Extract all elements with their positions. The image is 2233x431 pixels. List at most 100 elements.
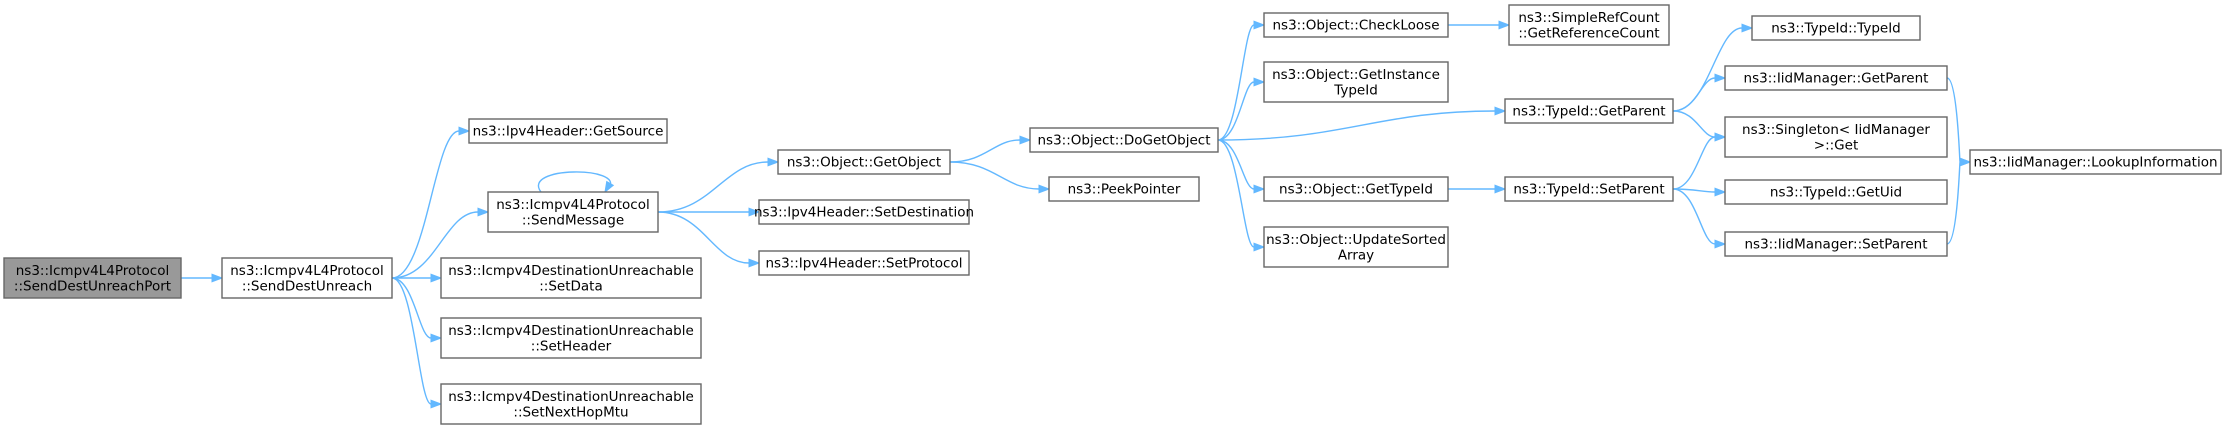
node-label: ns3::PeekPointer [1068, 182, 1181, 198]
node-iid-getparent[interactable]: ns3::IidManager::GetParent [1724, 65, 1948, 91]
node-label: ns3::Singleton< IidManager [1742, 122, 1930, 138]
node-box [1263, 12, 1449, 38]
node-iid-setparent[interactable]: ns3::IidManager::SetParent [1724, 231, 1948, 257]
node-label: ns3::TypeId::GetParent [1512, 104, 1665, 120]
node-singleton-get[interactable]: ns3::Singleton< IidManager >::Get [1724, 116, 1948, 158]
edge-line [1672, 188, 1716, 193]
edge-arrowhead [1714, 132, 1727, 142]
node-label: ::SetNextHopMtu [513, 404, 628, 420]
node-label: >::Get [1814, 137, 1858, 153]
node-box [221, 257, 393, 299]
edge-arrowhead [1253, 77, 1266, 87]
edge-arrowhead [1253, 20, 1266, 30]
edge-line [1672, 136, 1716, 190]
node-box [1504, 176, 1674, 202]
node-box [1048, 176, 1200, 202]
node-typeid-getuid[interactable]: ns3::TypeId::GetUid [1724, 179, 1948, 205]
edge-dogetobject-to-getinstancetypeid [1217, 77, 1266, 141]
edge-line [1672, 188, 1716, 245]
edge-line [1217, 81, 1255, 141]
edge-arrowhead [1714, 239, 1727, 249]
edge-root-to-senddestunreach [181, 273, 224, 283]
node-setdata[interactable]: ns3::Icmpv4DestinationUnreachable::SetDa… [440, 257, 702, 299]
node-gettypeid[interactable]: ns3::Object::GetTypeId [1263, 176, 1449, 202]
node-label: ::SendDestUnreach [242, 278, 372, 294]
node-label: ns3::Object::DoGetObject [1037, 133, 1210, 149]
edge-iid-setparent-to-lookupinformation [1946, 157, 1972, 245]
edge-arrowhead [211, 273, 224, 283]
node-typeid-typeid[interactable]: ns3::TypeId::TypeId [1751, 15, 1921, 41]
edge-arrowhead [1714, 187, 1727, 197]
node-box [758, 199, 970, 225]
edge-arrowhead [1019, 135, 1032, 145]
node-setheader[interactable]: ns3::Icmpv4DestinationUnreachable::SetHe… [440, 317, 702, 359]
node-lookupinformation[interactable]: ns3::IidManager::LookupInformation [1969, 149, 2222, 175]
node-dogetobject[interactable]: ns3::Object::DoGetObject [1029, 127, 1219, 153]
node-label: ns3::TypeId::SetParent [1513, 182, 1664, 198]
edge-line [949, 161, 1040, 190]
edge-sendmessage-to-sendmessage [537, 171, 615, 194]
node-senddestunreach[interactable]: ns3::Icmpv4L4Protocol::SendDestUnreach [221, 257, 393, 299]
node-peekpointer[interactable]: ns3::PeekPointer [1048, 176, 1200, 202]
node-getobject[interactable]: ns3::Object::GetObject [777, 149, 951, 175]
edge-sendmessage-to-getobject [657, 157, 780, 213]
edge-arrowhead [1498, 20, 1511, 30]
node-label: ns3::SimpleRefCount [1518, 10, 1659, 26]
edge-arrowhead [1038, 184, 1051, 194]
node-typeid-setparent[interactable]: ns3::TypeId::SetParent [1504, 176, 1674, 202]
node-label: ::SendDestUnreachPort [14, 278, 171, 294]
edge-arrowhead [1253, 184, 1266, 194]
edge-line [657, 211, 750, 264]
node-typeid-getparent[interactable]: ns3::TypeId::GetParent [1504, 98, 1674, 124]
edge-iid-getparent-to-lookupinformation [1946, 77, 1972, 167]
node-root[interactable]: ns3::Icmpv4L4Protocol::SendDestUnreachPo… [3, 257, 182, 299]
node-getsource[interactable]: ns3::Ipv4Header::GetSource [468, 118, 668, 144]
edge-typeid-getparent-to-iid-getparent [1672, 73, 1727, 112]
node-box [1263, 176, 1449, 202]
edge-checkloose-to-getreferencecount [1448, 20, 1511, 30]
node-checkloose[interactable]: ns3::Object::CheckLoose [1263, 12, 1449, 38]
node-label: ns3::Object::CheckLoose [1272, 18, 1439, 34]
edge-getobject-to-peekpointer [949, 161, 1051, 194]
edge-line [391, 130, 460, 279]
edge-line [657, 161, 769, 213]
node-label: TypeId [1333, 82, 1378, 98]
edge-line [949, 139, 1021, 163]
node-label: ns3::Icmpv4L4Protocol [16, 263, 170, 279]
edge-sendmessage-to-setprotocol [657, 211, 761, 268]
edge-line [1217, 24, 1255, 141]
edge-line [1217, 110, 1496, 141]
edge-arrowhead [1959, 157, 1972, 167]
edge-senddestunreach-to-setnexthopmtu [391, 277, 443, 409]
node-layer: ns3::Icmpv4L4Protocol::SendDestUnreachPo… [3, 4, 2222, 425]
edge-layer [181, 20, 1972, 409]
node-box [440, 317, 702, 359]
edge-typeid-setparent-to-typeid-getuid [1672, 187, 1727, 197]
node-label: ns3::Icmpv4L4Protocol [230, 263, 384, 279]
node-label: ns3::Icmpv4DestinationUnreachable [448, 323, 694, 339]
node-label: ns3::Object::UpdateSorted [1266, 232, 1446, 248]
node-box [1724, 231, 1948, 257]
edge-arrowhead [477, 207, 490, 217]
node-box [440, 383, 702, 425]
edge-line [1672, 110, 1716, 138]
node-setnexthopmtu[interactable]: ns3::Icmpv4DestinationUnreachable::SetNe… [440, 383, 702, 425]
edge-dogetobject-to-updatesortedarray [1217, 139, 1266, 252]
node-setprotocol[interactable]: ns3::Ipv4Header::SetProtocol [758, 250, 970, 276]
edge-arrowhead [430, 333, 443, 343]
edge-arrowhead [767, 157, 780, 167]
node-label: ns3::Icmpv4DestinationUnreachable [448, 263, 694, 279]
node-box [1508, 4, 1670, 46]
edge-gettypeid-to-typeid-setparent [1447, 184, 1507, 194]
node-getreferencecount[interactable]: ns3::SimpleRefCount::GetReferenceCount [1508, 4, 1670, 46]
node-label: ns3::IidManager::GetParent [1744, 71, 1929, 87]
node-label: ns3::IidManager::SetParent [1745, 237, 1928, 253]
node-sendmessage[interactable]: ns3::Icmpv4L4Protocol::SendMessage [487, 191, 659, 233]
edge-arrowhead [1494, 184, 1507, 194]
node-label: ns3::Icmpv4L4Protocol [496, 197, 650, 213]
edge-arrowhead [458, 126, 471, 136]
node-label: ns3::Object::GetTypeId [1279, 182, 1433, 198]
node-setdestination[interactable]: ns3::Ipv4Header::SetDestination [754, 199, 974, 225]
